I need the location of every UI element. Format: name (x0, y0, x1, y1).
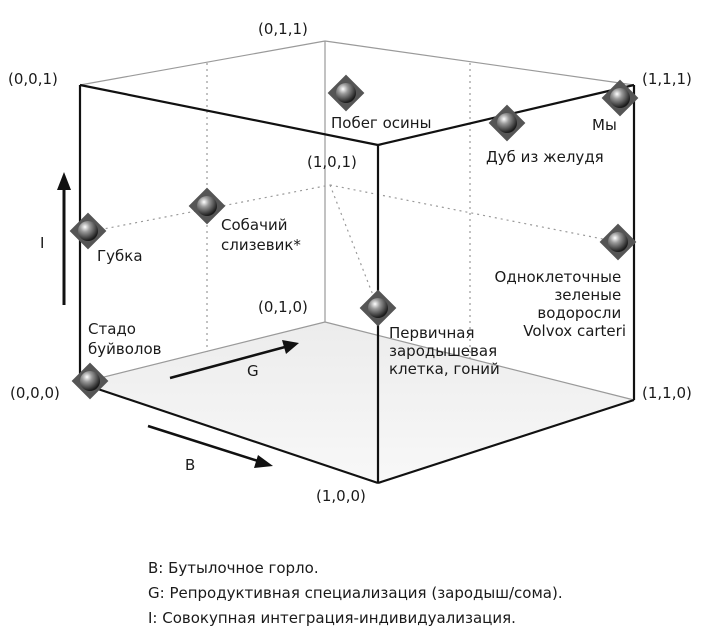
organism-markers (69, 74, 639, 400)
corner-label-010: (0,1,0) (258, 298, 308, 316)
corner-label-011: (0,1,1) (258, 20, 308, 38)
axis-label-g: G (247, 362, 259, 380)
marker-us (601, 79, 639, 117)
axis-label-b: B (185, 456, 195, 474)
label-oak: Дуб из желудя (486, 148, 604, 166)
legend-item-b: B: Бутылочное горло. (148, 559, 319, 577)
back-edges (79, 40, 635, 401)
label-aspen: Побег осины (331, 114, 431, 132)
legend-item-i: I: Совокупная интеграция-индивидуализаци… (148, 609, 516, 627)
corner-label-001: (0,0,1) (8, 70, 58, 88)
corner-label-101: (1,0,1) (307, 153, 357, 171)
label-herd: Стадо буйволов (88, 320, 162, 358)
corner-label-110: (1,1,0) (642, 384, 692, 402)
corner-label-000: (0,0,0) (10, 384, 60, 402)
axis-arrows (57, 172, 299, 468)
marker-oak (488, 104, 526, 142)
label-slime-mold: Собачий слизевик* (221, 216, 301, 254)
marker-slime-mold (188, 187, 226, 225)
floor-plane (80, 322, 634, 483)
label-germ-cell: Первичная зародышевая клетка, гоний (389, 324, 502, 378)
corner-label-100: (1,0,0) (316, 487, 366, 505)
corner-label-111: (1,1,1) (642, 70, 692, 88)
marker-germ-cell (359, 289, 397, 327)
label-sponge: Губка (97, 247, 143, 265)
legend-item-g: G: Репродуктивная специализация (зародыш… (148, 584, 563, 602)
marker-herd (71, 362, 109, 400)
axis-label-i: I (40, 234, 44, 252)
marker-aspen (327, 74, 365, 112)
label-us: Мы (592, 116, 617, 134)
legend: B: Бутылочное горло. G: Репродуктивная с… (148, 556, 563, 631)
label-volvox: Одноклеточные зеленые водоросли Volvox c… (495, 268, 626, 340)
marker-volvox (599, 223, 637, 261)
marker-sponge (69, 212, 107, 250)
